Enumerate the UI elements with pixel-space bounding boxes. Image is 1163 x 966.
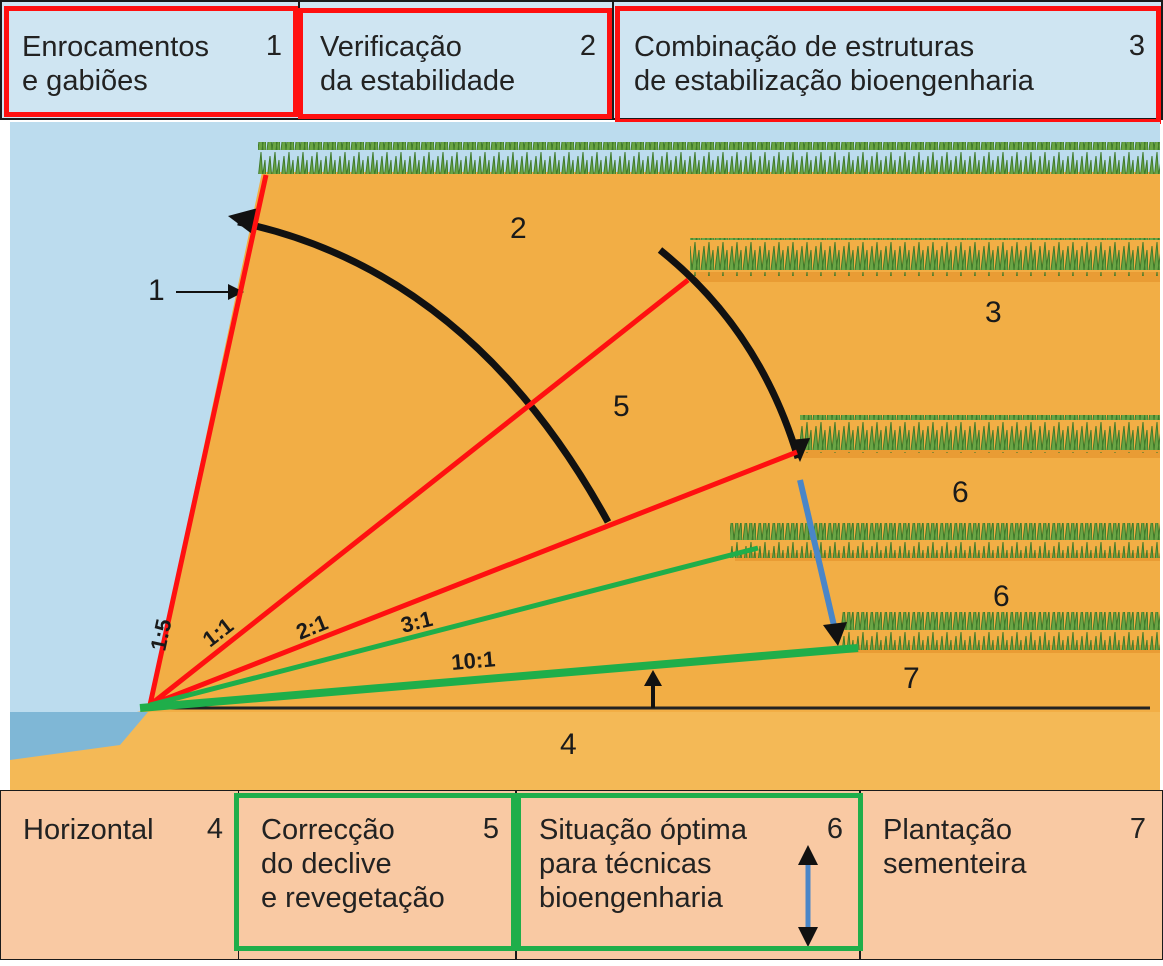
arrow-head (644, 670, 662, 686)
legend-label: Correcção do declive e revegetação (261, 814, 445, 914)
arrow-head (228, 208, 258, 234)
correction-arc (657, 247, 802, 459)
region-label: 1 (148, 274, 165, 307)
water-surface (10, 712, 148, 760)
slope-line-green (149, 545, 759, 708)
terrace-band (800, 450, 1160, 458)
legend-number: 4 (206, 813, 223, 845)
region-label: 6 (993, 580, 1010, 613)
legend-label: Verificação da estabilidade (320, 31, 516, 97)
slope-line-red (147, 174, 269, 706)
legend-box-bioengineering-combo: Combinação de estruturas de estabilizaçã… (612, 0, 1163, 120)
terrace-band (695, 272, 1160, 282)
soil-base (10, 712, 1160, 790)
legend-box-slope-correction: Correcção do declive e revegetação 5 (238, 790, 516, 960)
legend-number: 5 (482, 813, 499, 845)
arrow-head (790, 438, 810, 462)
slope-line-green (139, 644, 859, 712)
region-label: 6 (952, 476, 969, 509)
legend-label: Plantação sementeira (883, 814, 1027, 880)
blue-arrow (797, 479, 838, 631)
legend-label: Combinação de estruturas de estabilizaçã… (634, 31, 1034, 97)
region-label: 3 (985, 296, 1002, 329)
legend-box-optimal-bioengineering: Situação óptima para técnicas bioengenha… (516, 790, 860, 960)
legend-number: 7 (1129, 813, 1146, 845)
legend-label: Enrocamentos e gabiões (22, 31, 209, 97)
region-label: 2 (510, 212, 527, 245)
legend-box-planting: Plantação sementeira 7 (860, 790, 1163, 960)
grass-strip (730, 523, 1160, 558)
slope-diagram: 1 2 3 5 6 6 7 4 1:5 1:1 2:1 3:1 10:1 (10, 122, 1160, 790)
grass-strip (258, 142, 1160, 174)
legend-box-riprap: Enrocamentos e gabiões 1 (0, 0, 300, 120)
grass-strip (840, 612, 1160, 650)
region-label: 5 (613, 390, 630, 423)
double-arrow-icon (798, 845, 818, 947)
legend-label: Situação óptima para técnicas bioengenha… (539, 814, 747, 914)
grass-strip (800, 415, 1160, 453)
legend-number: 1 (265, 30, 282, 62)
legend-label: Horizontal (23, 814, 154, 846)
slope-line-red (148, 278, 690, 707)
stability-arc (237, 218, 612, 524)
legend-number: 2 (579, 30, 596, 62)
slope-line-red (149, 449, 798, 708)
legend-box-horizontal: Horizontal 4 (0, 790, 240, 960)
legend-box-stability: Verificação da estabilidade 2 (298, 0, 614, 120)
grass-strip (690, 238, 1160, 276)
region-label: 4 (560, 728, 577, 761)
legend-number: 6 (826, 813, 843, 845)
arrow-head (823, 622, 847, 646)
region-label: 7 (903, 662, 920, 695)
slope-ratio-label: 10:1 (450, 646, 496, 675)
legend-number: 3 (1128, 30, 1145, 62)
